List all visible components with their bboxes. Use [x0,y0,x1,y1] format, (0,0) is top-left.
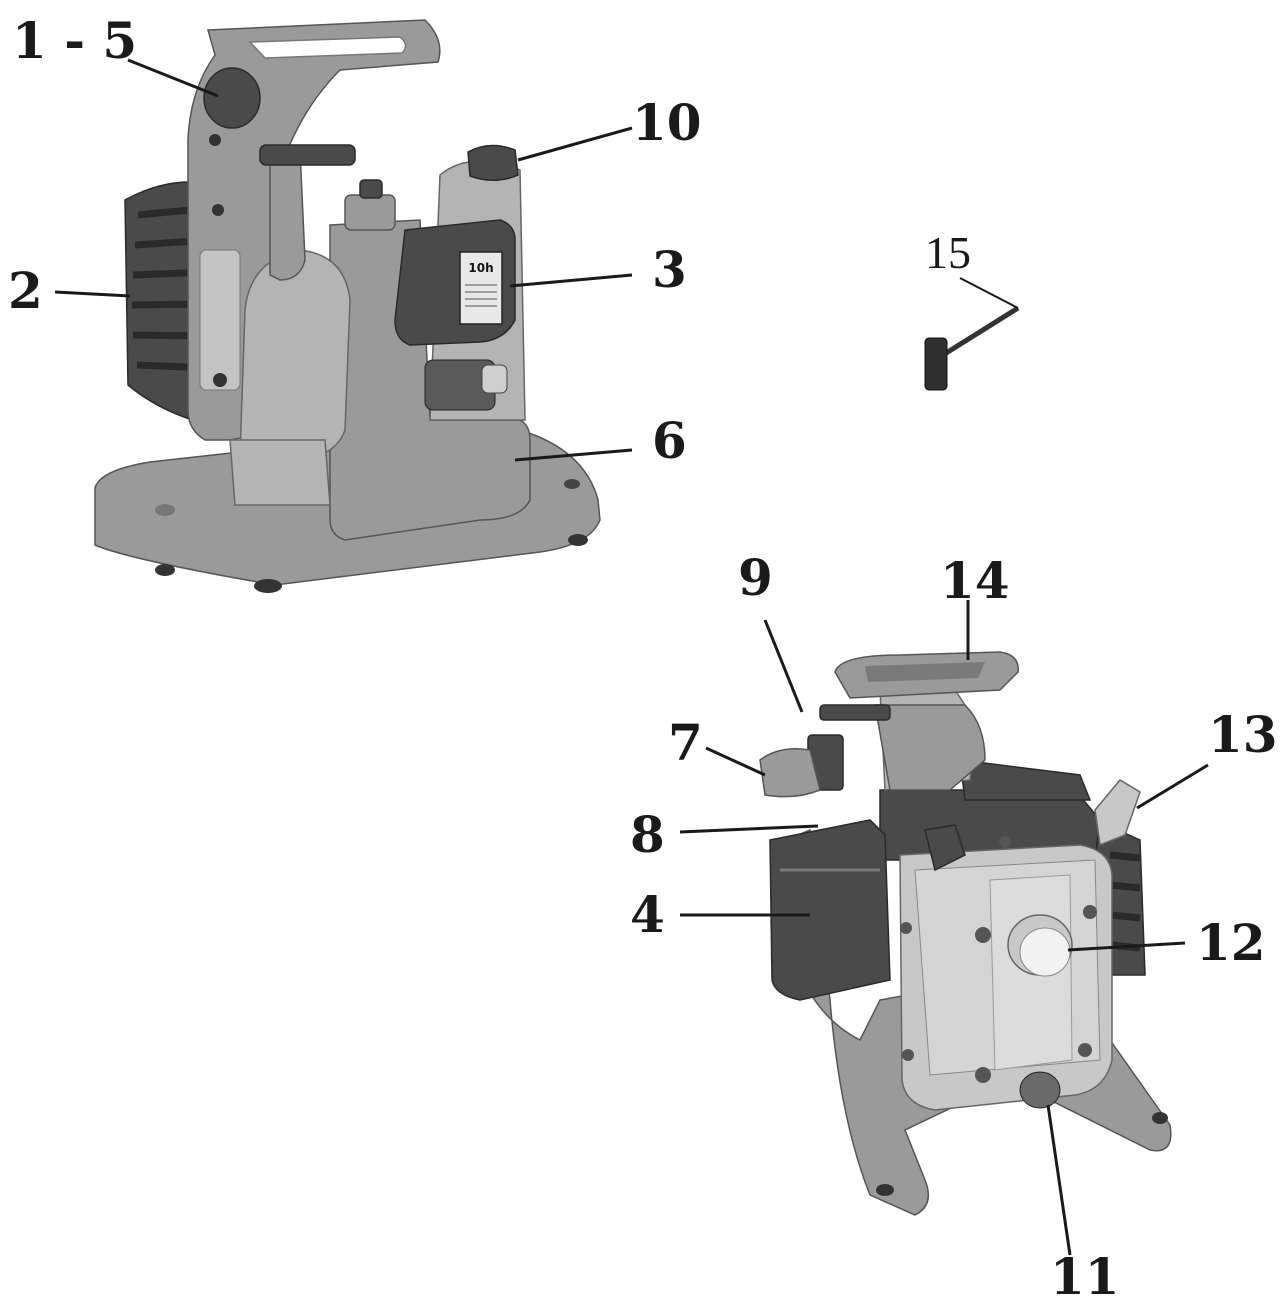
callout-9: 9 [738,548,773,607]
callout-2: 2 [8,261,43,320]
callout-8: 8 [630,805,665,864]
fuel-cap-10 [467,144,519,181]
callout-4: 4 [630,885,665,944]
sticker-text: 10h [468,261,493,275]
callout-13: 13 [1208,705,1278,764]
callout-1-5: 1 - 5 [12,11,137,70]
outlet-fitting [1094,779,1141,847]
pump-rear-view [759,651,1172,1216]
callout-15: 15 [925,227,971,278]
pump-front-view: 10h [94,19,601,593]
callout-10: 10 [632,93,702,152]
callout-14: 14 [940,551,1010,610]
leader-lines [54,58,1209,1256]
callout-7: 7 [668,713,703,772]
fuel-tank [329,219,531,541]
callout-numbers: 1 - 5 2 3 4 6 7 8 9 10 11 12 13 14 15 [8,11,1278,1301]
callout-3: 3 [652,240,687,299]
callout-11: 11 [1050,1247,1120,1301]
callout-12: 12 [1196,913,1266,972]
callout-6: 6 [652,411,687,470]
recoil-starter [769,819,891,1001]
fuel-cap-7 [759,748,821,798]
spark-plug-wrench [924,305,1020,391]
